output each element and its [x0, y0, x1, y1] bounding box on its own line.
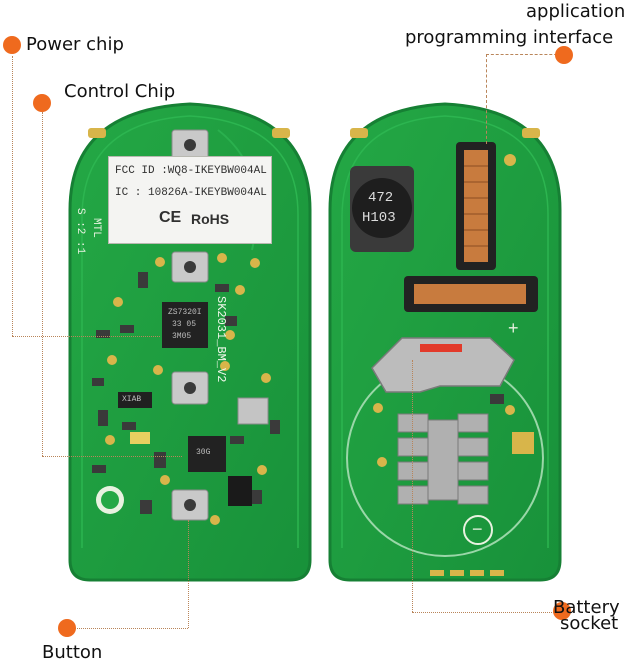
ic-text: IC : 10826A-IKEYBW004AL — [115, 187, 267, 199]
callout-dot-button — [58, 619, 76, 637]
silk-mtl: MTL — [90, 218, 102, 238]
app-interface-label-2: programming interface — [405, 27, 614, 48]
leader-app-v — [486, 54, 487, 144]
chip1-marking-3: 3M05 — [172, 332, 192, 341]
leader-battery-v — [412, 360, 413, 612]
fcc-id-text: FCC ID :WQ8-IKEYBW004AL — [115, 165, 267, 177]
chip2-marking: 30G — [196, 448, 211, 457]
ce-mark: CE — [159, 209, 182, 226]
battery-minus: − — [472, 519, 483, 539]
leader-control-v — [42, 112, 43, 456]
chip1-marking-2: 33 05 — [172, 320, 197, 329]
fcc-sticker: FCC ID :WQ8-IKEYBW004AL IC : 10826A-IKEY… — [108, 156, 272, 244]
leader-button-h — [72, 628, 188, 629]
silk-s: S :2 :1 — [74, 208, 86, 255]
app-interface-label-1: application — [526, 1, 626, 22]
right-board — [328, 102, 562, 582]
leader-battery-h — [412, 612, 558, 613]
callout-dot-power — [3, 36, 21, 54]
control-chip-label: Control Chip — [64, 81, 176, 102]
chip3-marking: XIAB — [122, 395, 142, 404]
battery-plus: + — [508, 318, 519, 338]
callout-dot-control — [33, 94, 51, 112]
leader-power-v — [12, 56, 13, 336]
leader-button-v — [188, 520, 189, 628]
power-chip-label: Power chip — [26, 34, 124, 55]
inductor-marking-1: 472 — [368, 190, 394, 206]
rohs-mark: RoHS — [191, 211, 230, 227]
leader-control-h — [42, 456, 182, 457]
silk-model: SK2031_BM_V2 — [214, 296, 228, 383]
callout-dot-app — [555, 46, 573, 64]
inductor-marking-2: H103 — [362, 210, 396, 226]
callout-dot-battery — [553, 602, 571, 620]
leader-power-h — [12, 336, 160, 337]
chip1-marking: ZS7320I — [168, 308, 202, 317]
battery-label-1: Battery — [553, 597, 620, 618]
leader-app-h — [486, 54, 562, 55]
button-label: Button — [42, 642, 103, 663]
battery-label-2: socket — [560, 613, 619, 634]
